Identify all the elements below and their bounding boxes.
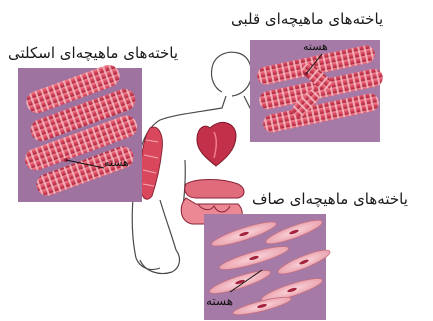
skeletal-title: یاخته‌های ماهیچه‌ای اسکلتی [8, 44, 178, 62]
smooth-nucleus-label: هسته [206, 294, 233, 308]
cardiac-title: یاخته‌های ماهیچه‌ای قلبی [231, 10, 383, 28]
cardiac-nucleus-label: هسته [303, 40, 328, 53]
skeletal-nucleus-label: هسته [104, 156, 129, 169]
arm-muscle-illustration [140, 127, 162, 199]
heart-illustration [197, 122, 236, 166]
smooth-title: یاخته‌های ماهیچه‌ای صاف [252, 190, 408, 208]
